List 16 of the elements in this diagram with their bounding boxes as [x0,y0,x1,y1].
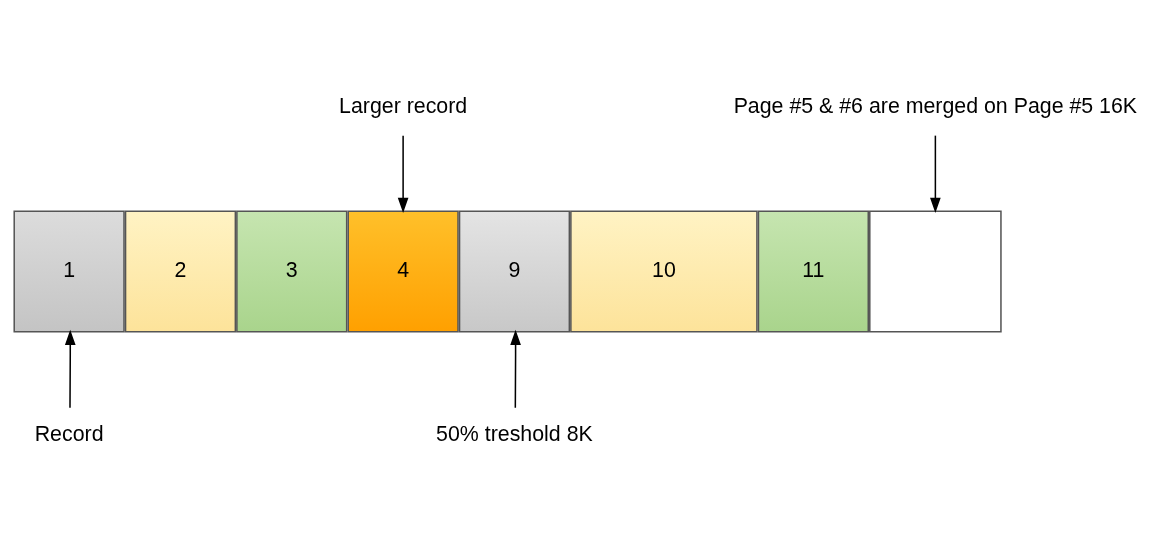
arrow [930,134,941,213]
arrow [397,134,409,213]
arrow [510,329,521,409]
node-box: 11 [757,210,870,333]
node-box: 2 [124,210,237,333]
node-text: Record [34,422,104,447]
node-box: 1 [13,210,125,333]
node-text: Page #5 & #6 are merged on Page #5 16K [733,94,1138,119]
node-text: 50% treshold 8K [436,422,593,447]
arrow [64,329,76,409]
node-box: 3 [236,210,348,333]
node-box: 10 [570,210,758,333]
node-box [869,210,1002,333]
node-box: 4 [347,210,459,333]
node-box: 9 [458,210,571,333]
node-text: Larger record [339,94,468,119]
